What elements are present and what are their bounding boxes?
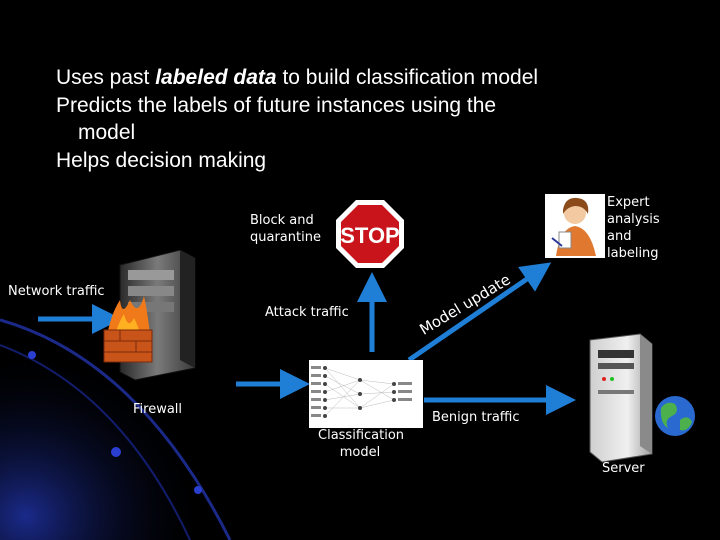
server-icon (589, 333, 653, 463)
bullet-2-continued: model (78, 121, 136, 144)
network-traffic-label: Network traffic (8, 284, 105, 299)
arrow-model-update (407, 262, 552, 363)
bullet-3: Helps decision making (56, 148, 267, 172)
fire-wall-icon (103, 296, 153, 363)
classification-model-label: Classification model (318, 428, 405, 460)
bullet-1: Uses past labeled data to build classifi… (56, 66, 539, 89)
attack-traffic-label: Attack traffic (265, 305, 349, 320)
stop-sign-icon: STOP (336, 200, 404, 268)
firewall-label: Firewall (133, 402, 183, 417)
expert-person-icon (545, 194, 605, 258)
classification-model-icon (309, 360, 423, 428)
bullet-2: Predicts the labels of future instances … (56, 93, 497, 117)
expert-analysis-label: Expert analysis and labeling (607, 195, 660, 261)
globe-icon (655, 396, 695, 436)
block-quarantine-label: Block and quarantine (250, 213, 321, 245)
server-label: Server (602, 461, 645, 476)
arrows (38, 262, 576, 415)
benign-traffic-label: Benign traffic (432, 410, 520, 425)
labeled-data-emphasis: labeled data (155, 66, 277, 89)
svg-text:STOP: STOP (340, 223, 400, 248)
bullet-list: Uses past labeled data to build classifi… (56, 64, 676, 174)
